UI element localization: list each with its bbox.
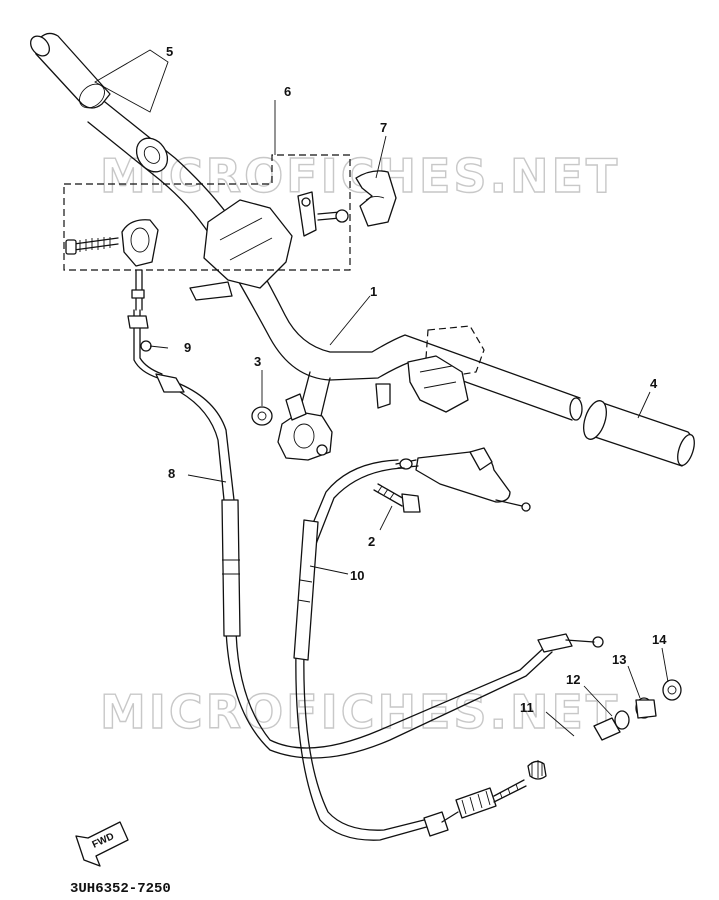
callout-2: 2 [368,534,375,549]
lower-clamp [277,393,333,461]
callout-labels: 1 2 3 4 5 6 7 8 9 10 11 12 13 14 [166,44,667,715]
switch-screws [297,191,349,237]
dashed-bracket-6 [63,154,351,271]
right-grip [583,400,695,467]
callout-3: 3 [254,354,261,369]
cables [133,309,604,841]
callout-12: 12 [566,672,580,687]
brake-lever [395,447,531,512]
cable-anchor-9 [127,269,152,352]
callout-8: 8 [168,466,175,481]
adjuster-parts [527,679,682,780]
callout-1: 1 [370,284,377,299]
diagram-part-number: 3UH6352-7250 [70,881,171,897]
watermark-bottom: MICROFICHES.NET [100,685,620,739]
callout-7: 7 [380,120,387,135]
left-clamp [65,219,159,267]
clamp-7 [355,170,397,227]
callout-14: 14 [652,632,667,647]
bolt-2 [373,483,421,513]
collar-3 [251,406,273,426]
throttle-collar [135,137,169,173]
handlebar [87,97,583,421]
callout-10: 10 [350,568,364,583]
left-switch-housing [189,199,293,301]
callout-4: 4 [650,376,658,391]
right-switch-housing [375,325,485,413]
callout-13: 13 [612,652,626,667]
fwd-arrow-icon: FWD [75,821,129,867]
callout-6: 6 [284,84,291,99]
leader-lines [149,100,669,737]
callout-9: 9 [184,340,191,355]
callout-5: 5 [166,44,173,59]
left-grip [29,32,169,113]
callout-11: 11 [520,700,534,715]
